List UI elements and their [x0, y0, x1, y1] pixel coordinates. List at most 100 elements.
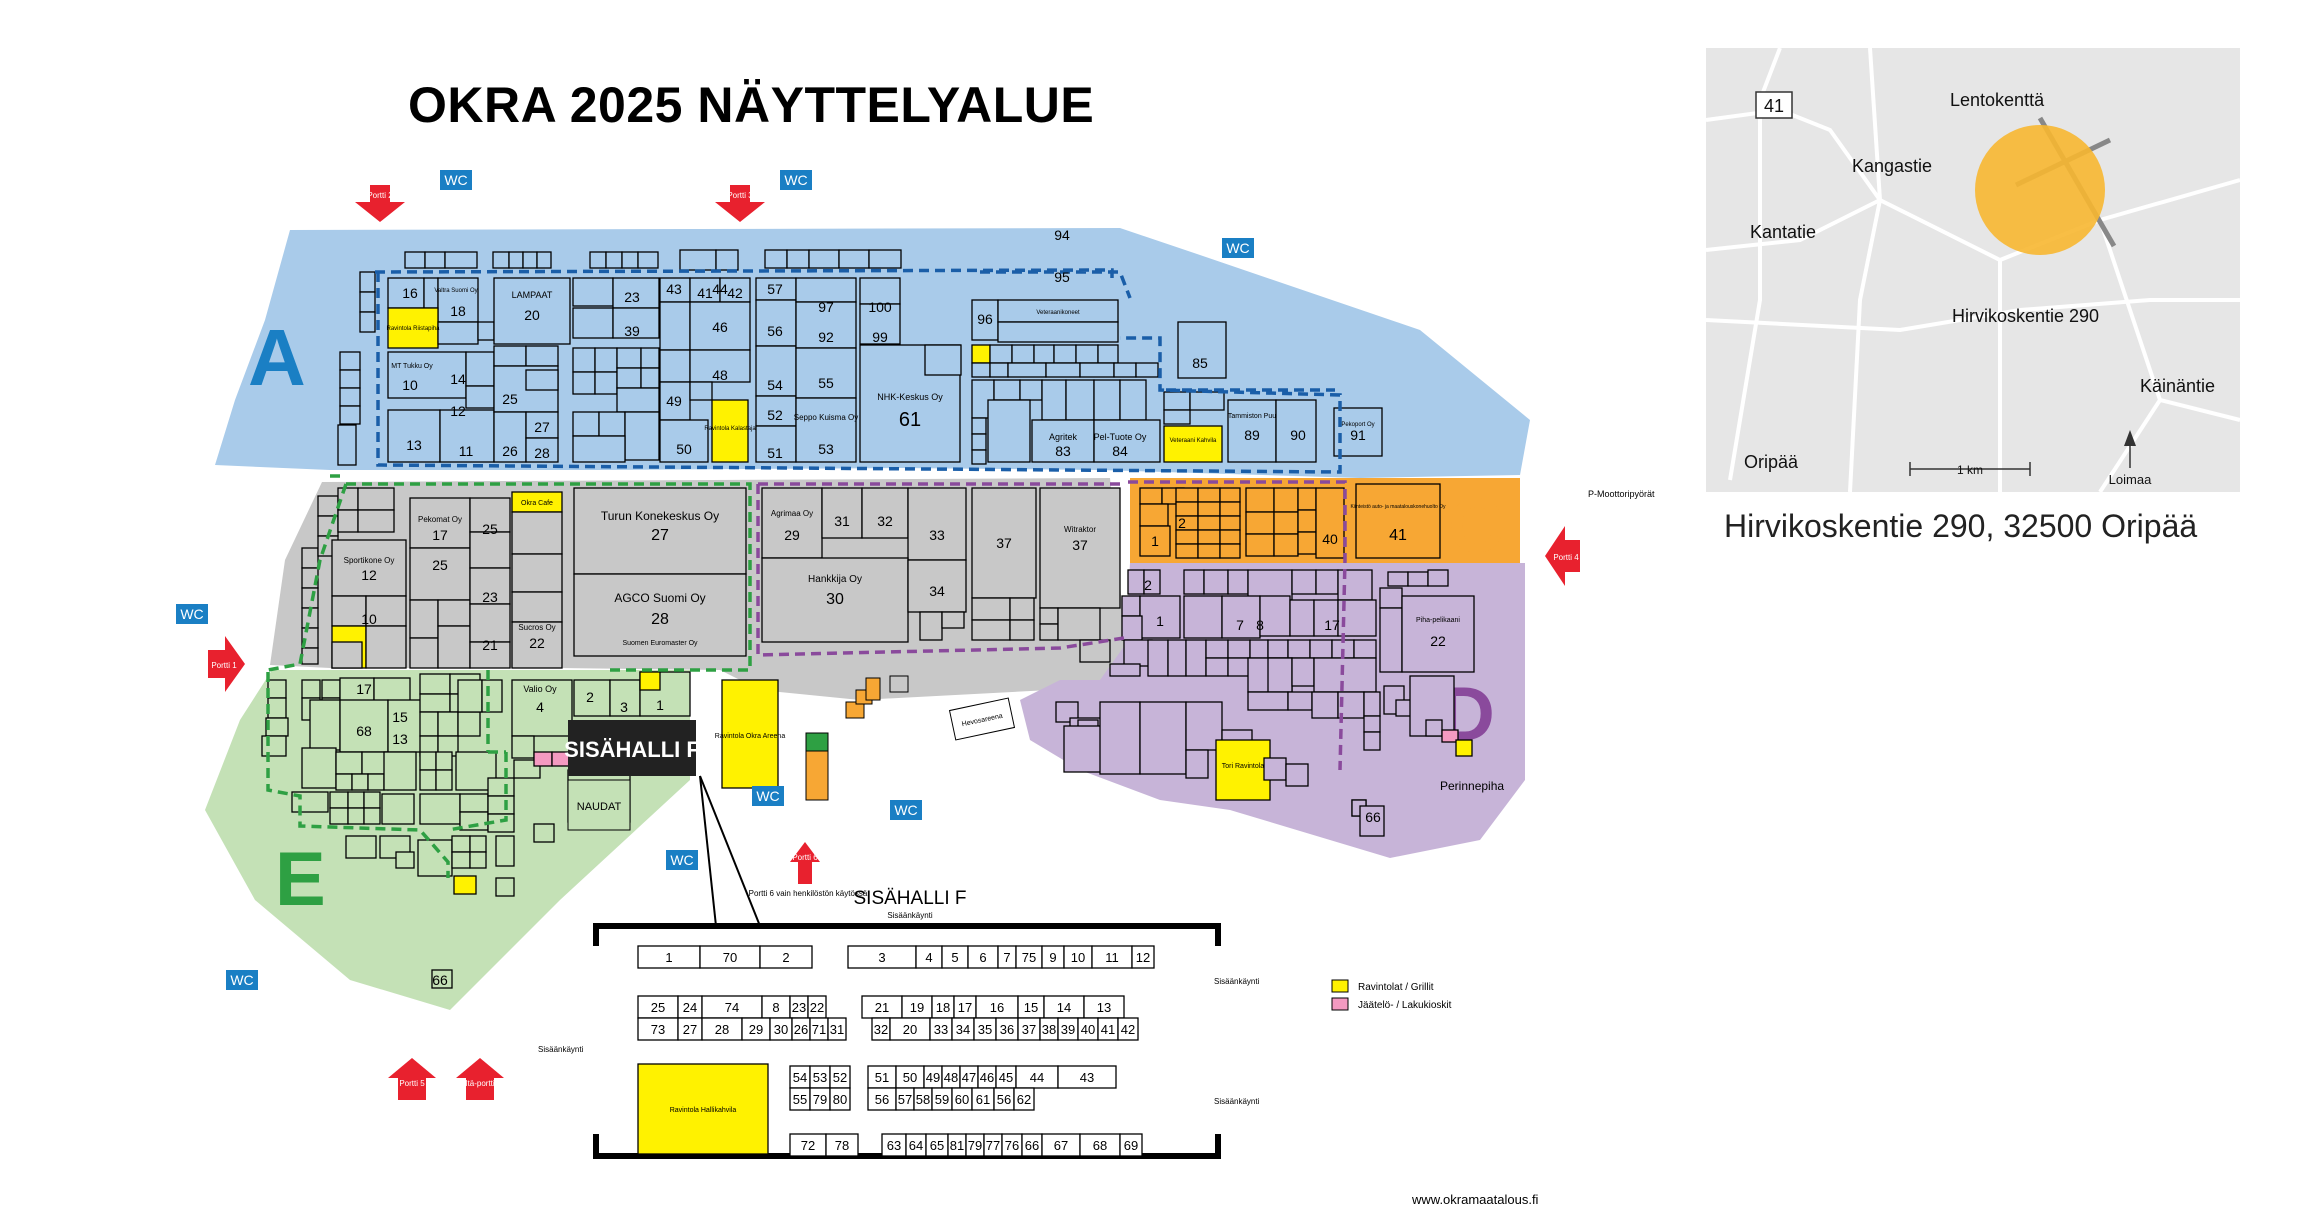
- hall-f-booth-number: 52: [833, 1070, 847, 1085]
- legend-restaurant-label: Ravintolat / Grillit: [1358, 982, 1434, 993]
- hall-f-booth-number: 57: [898, 1092, 912, 1107]
- hall-f-booth-number: 18: [936, 1000, 950, 1015]
- restaurant-hallikahvila[interactable]: [637, 1063, 769, 1155]
- svg-text:7: 7: [1236, 617, 1244, 633]
- hall-f-booth-number: 76: [1005, 1138, 1019, 1153]
- gate-6-label: Portti 6: [792, 853, 818, 862]
- hall-f-top-entrance: Sisäänkäynti: [887, 911, 933, 920]
- svg-text:41: 41: [1389, 527, 1407, 544]
- label-agritek: Agritek: [1049, 432, 1078, 442]
- svg-text:30: 30: [826, 591, 844, 608]
- gate-3-label: Portti 3: [727, 191, 753, 200]
- hall-f-booth-number: 45: [999, 1070, 1013, 1085]
- hall-f-booth-number: 23: [792, 1000, 806, 1015]
- hall-f-booth-number: 5: [951, 950, 958, 965]
- svg-text:99: 99: [872, 329, 888, 345]
- label-seppo: Seppo Kuisma Oy: [794, 413, 858, 422]
- hall-f-booth-number: 4: [925, 950, 932, 965]
- venue-address: Hirvikoskentie 290, 32500 Oripää: [1724, 508, 2198, 544]
- wc-label-7: WC: [670, 852, 693, 868]
- exhibitor-labels: LAMPAAT Ravintola Riistapiha Ravintola K…: [344, 288, 1461, 770]
- inset-kangastie: Kangastie: [1852, 156, 1932, 176]
- svg-text:41: 41: [697, 285, 713, 301]
- hall-f-booth-number: 1: [665, 950, 672, 965]
- svg-text:68: 68: [356, 723, 372, 739]
- svg-text:8: 8: [1256, 617, 1264, 633]
- svg-text:15: 15: [392, 709, 408, 725]
- hall-f-booth-number: 48: [944, 1070, 958, 1085]
- hall-f-booth-number: 26: [794, 1022, 808, 1037]
- label-veteraanikoneet: Veteraanikoneet: [1036, 310, 1080, 316]
- website-link[interactable]: www.okramaatalous.fi: [1412, 1192, 1539, 1207]
- label-valio: Valio Oy: [523, 684, 557, 694]
- perinnepiha-label: Perinnepiha: [1440, 779, 1504, 793]
- hall-f-booth-number: 56: [997, 1092, 1011, 1107]
- svg-text:51: 51: [767, 445, 783, 461]
- center-stalls: [805, 675, 909, 801]
- hall-f-booth-number: 39: [1061, 1022, 1075, 1037]
- zone-letter-c: C: [1448, 484, 1503, 569]
- hall-f-booth-number: 68: [1093, 1138, 1107, 1153]
- hall-f-booth[interactable]: [759, 945, 813, 969]
- inset-lentokentta: Lentokenttä: [1950, 90, 2045, 110]
- hall-f-booth-number: 51: [875, 1070, 889, 1085]
- hall-f-booth-number: 16: [990, 1000, 1004, 1015]
- svg-text:23: 23: [482, 589, 498, 605]
- svg-text:2: 2: [1178, 515, 1186, 531]
- svg-text:92: 92: [818, 329, 834, 345]
- svg-text:14: 14: [450, 371, 466, 387]
- zone-b-booths: [301, 487, 1121, 669]
- legend-kiosk-label: Jäätelö- / Lakukioskit: [1358, 1000, 1452, 1011]
- hall-f-booth-number: 61: [976, 1092, 990, 1107]
- svg-text:100: 100: [868, 299, 892, 315]
- svg-text:43: 43: [666, 281, 682, 297]
- svg-text:95: 95: [1054, 269, 1070, 285]
- hall-f-booth[interactable]: [825, 1133, 859, 1157]
- hall-f-booth[interactable]: [1119, 1133, 1143, 1157]
- svg-text:3: 3: [620, 699, 628, 715]
- hall-f-booth-number: 60: [955, 1092, 969, 1107]
- wc-label-5: WC: [756, 788, 779, 804]
- svg-text:10: 10: [402, 377, 418, 393]
- gate-3-arrow: [715, 185, 765, 222]
- svg-text:2: 2: [1144, 577, 1152, 593]
- label-pekomat: Pekomat Oy: [418, 515, 462, 524]
- hall-f-booth-number: 36: [1000, 1022, 1014, 1037]
- hall-f-booth-number: 34: [956, 1022, 970, 1037]
- svg-text:56: 56: [767, 323, 783, 339]
- hall-f-booth-number: 55: [793, 1092, 807, 1107]
- sisahalli-building[interactable]: [568, 720, 696, 776]
- hall-f-booth-number: 43: [1080, 1070, 1094, 1085]
- hall-f-booth[interactable]: [829, 1087, 851, 1111]
- hall-f-booth[interactable]: [1131, 945, 1155, 969]
- hall-f-booth-number: 50: [903, 1070, 917, 1085]
- hall-f-booth[interactable]: [1057, 1065, 1117, 1089]
- svg-text:21: 21: [482, 637, 498, 653]
- inset-map: [1705, 47, 2241, 494]
- svg-text:61: 61: [899, 409, 921, 431]
- hall-f-booth-number: 9: [1049, 950, 1056, 965]
- legend-restaurant-swatch: [1331, 979, 1349, 993]
- hall-f-booth-number: 15: [1024, 1000, 1038, 1015]
- hall-f-booth-number: 30: [774, 1022, 788, 1037]
- hall-f-booth-number: 25: [651, 1000, 665, 1015]
- svg-text:20: 20: [524, 307, 540, 323]
- hall-f-booth[interactable]: [1117, 1017, 1139, 1041]
- hall-f-booth-number: 47: [962, 1070, 976, 1085]
- hevosareena-area: [948, 697, 1016, 741]
- hall-f-booth-number: 11: [1105, 950, 1119, 965]
- hall-f-booth-number: 10: [1071, 950, 1085, 965]
- hall-f-booth-number: 28: [715, 1022, 729, 1037]
- hall-f-booth[interactable]: [827, 1017, 847, 1041]
- svg-text:12: 12: [361, 567, 377, 583]
- svg-text:27: 27: [651, 527, 669, 544]
- label-pekoport: Pekoport Oy: [1341, 422, 1374, 428]
- hall-f-booth-number: 69: [1124, 1138, 1138, 1153]
- svg-text:48: 48: [712, 367, 728, 383]
- restaurant-okra-areena[interactable]: [721, 679, 779, 789]
- gate-6-arrow: [790, 842, 820, 884]
- hall-f-booth[interactable]: [1013, 1087, 1035, 1111]
- svg-text:66: 66: [1365, 809, 1381, 825]
- svg-text:53: 53: [818, 441, 834, 457]
- svg-text:91: 91: [1350, 427, 1366, 443]
